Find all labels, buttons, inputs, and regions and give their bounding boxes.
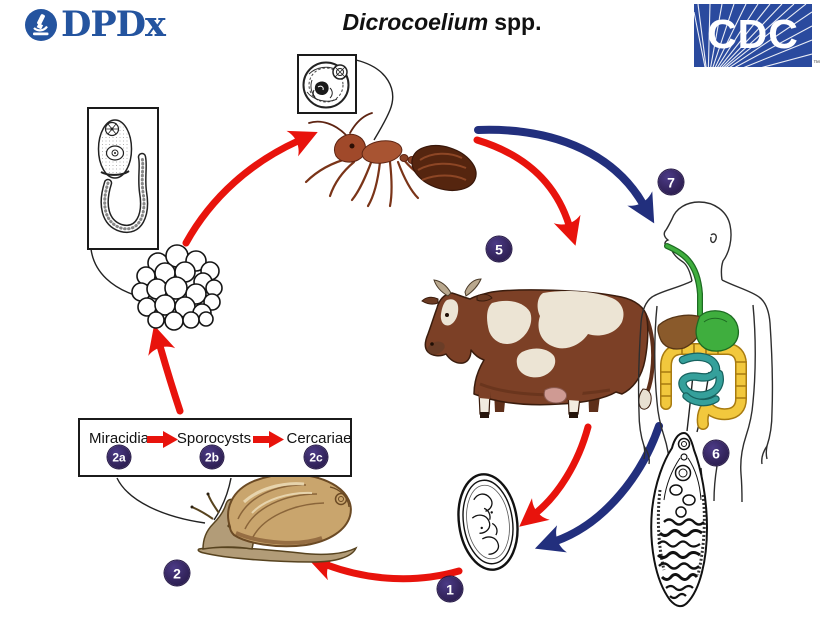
egg-figure xyxy=(457,473,519,571)
badge-2b: 2b xyxy=(200,445,224,469)
arrow-ant-to-human xyxy=(474,125,655,224)
title-suffix: spp. xyxy=(494,9,542,35)
stage-label-sporocysts: Sporocysts xyxy=(176,430,252,447)
arrow-cow-to-egg xyxy=(519,423,592,527)
connector-box-to-snail-1 xyxy=(116,477,206,524)
microscope-icon xyxy=(25,8,57,41)
cdc-rays-icon xyxy=(694,4,812,67)
red-arrow-icon xyxy=(253,431,284,448)
cdc-trademark: ™ xyxy=(813,60,820,67)
stage-label-miracidia: Miracidia xyxy=(88,430,150,447)
badge-7: 7 xyxy=(658,169,684,195)
arrow-egg-to-snail xyxy=(306,554,463,583)
badge-2c: 2c xyxy=(304,445,328,469)
arrow-ant-to-cow xyxy=(473,136,581,246)
cow-figure xyxy=(421,278,656,418)
metacercaria-inset xyxy=(297,54,357,114)
badge-5: 5 xyxy=(486,236,512,262)
stage-label-cercariae: Cercariae xyxy=(286,430,352,447)
badge-1: 1 xyxy=(437,576,463,602)
cdc-text: CDC xyxy=(707,11,799,57)
red-arrows xyxy=(148,130,592,583)
badge-6: 6 xyxy=(703,440,729,466)
cercaria-inset xyxy=(87,107,159,250)
red-arrow-icon xyxy=(147,431,178,448)
slime-ball xyxy=(131,244,223,331)
badge-2a: 2a xyxy=(107,445,131,469)
arrow-slimeball-to-ant xyxy=(182,130,318,247)
dpdx-text: DPDx xyxy=(61,4,166,45)
connector-inset-to-ant xyxy=(355,59,394,141)
ant-figure xyxy=(304,112,477,208)
blue-arrows xyxy=(474,125,663,553)
title-genus: Dicrocoelium xyxy=(342,9,489,35)
dpdx-logo: DPDx xyxy=(24,4,166,45)
adult-fluke-figure xyxy=(650,431,709,608)
connector-box-to-snail-2 xyxy=(213,477,232,521)
arrow-box-to-slimeball xyxy=(148,325,184,415)
arrow-human-to-egg xyxy=(534,422,663,553)
badge-2: 2 xyxy=(164,560,190,586)
snail-figure xyxy=(190,473,358,563)
cdc-logo: CDC xyxy=(694,4,812,67)
human-figure xyxy=(637,201,774,503)
